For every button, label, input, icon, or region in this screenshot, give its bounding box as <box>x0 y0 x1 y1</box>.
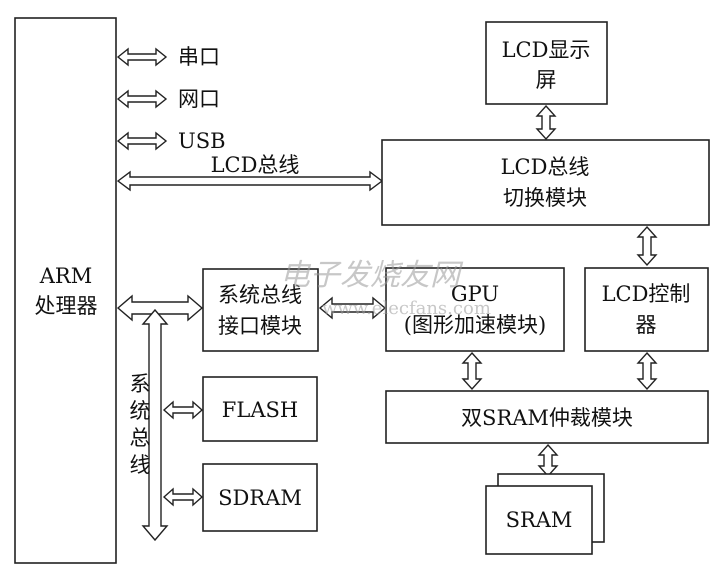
gpu-block: GPU (图形加速模块) <box>385 267 565 352</box>
lcd-screen-block: LCD显示 屏 <box>485 21 608 105</box>
controller-arbiter-arrow <box>636 351 658 391</box>
lcd-switch-label-line2: 切换模块 <box>503 186 587 210</box>
lcd-screen-label-line2: 屏 <box>536 68 557 92</box>
sdram-block: SDRAM <box>202 463 318 532</box>
serial-port-label: 串口 <box>178 45 220 69</box>
lcd-controller-block: LCD控制 器 <box>584 267 709 352</box>
switch-controller-arrow <box>636 225 658 267</box>
sram-front-card <box>485 485 593 555</box>
sys-bus-if-label-line2: 接口模块 <box>218 314 302 338</box>
lcd-bus-switch-block: LCD总线 切换模块 <box>381 139 710 226</box>
usb-port-arrow <box>116 131 168 151</box>
gpu-label-line2: (图形加速模块) <box>404 313 546 337</box>
lcd-switch-label-line1: LCD总线 <box>501 155 590 179</box>
system-bus-char-1: 系 <box>130 372 151 396</box>
watermark-url: www.elecfans.com <box>322 298 491 319</box>
system-bus-char-2: 统 <box>130 399 151 423</box>
arbiter-sram-arrow <box>537 443 559 478</box>
watermark: 电子发烧友网 www.elecfans.com <box>280 258 491 319</box>
screen-switch-arrow <box>535 104 557 141</box>
system-bus-interface-block: 系统总线 接口模块 <box>202 268 319 352</box>
flash-block: FLASH <box>202 376 318 442</box>
arm-label-line2: 处理器 <box>35 294 98 318</box>
sram-block: SRAM <box>485 473 605 555</box>
arm-processor-block: ARM 处理器 <box>14 17 117 564</box>
watermark-title: 电子发烧友网 <box>280 258 464 293</box>
arm-label-line1: ARM <box>39 264 92 288</box>
serial-port-arrow <box>116 47 168 67</box>
dual-sram-label: 双SRAM仲裁模块 <box>461 406 633 430</box>
lcd-ctrl-label-line2: 器 <box>636 313 657 337</box>
network-port-label: 网口 <box>178 87 220 111</box>
sys-bus-if-label-line1: 系统总线 <box>218 283 302 307</box>
system-bus-char-3: 总 <box>130 426 151 450</box>
lcd-bus-label: LCD总线 <box>211 153 300 177</box>
sdram-label: SDRAM <box>218 486 302 510</box>
system-bus-char-4: 线 <box>130 453 151 477</box>
sram-label: SRAM <box>506 508 573 532</box>
gpu-arbiter-arrow <box>461 351 483 391</box>
flash-arrow <box>162 400 204 420</box>
lcd-ctrl-label-line1: LCD控制 <box>602 282 691 306</box>
gpu-label-line1: GPU <box>451 282 499 306</box>
system-bus-arrow <box>141 308 169 542</box>
arm-bus-interface-arrow <box>116 294 204 322</box>
usb-port-label: USB <box>178 129 226 153</box>
lcd-screen-label-line1: LCD显示 <box>502 38 591 62</box>
network-port-arrow <box>116 89 168 109</box>
interface-gpu-arrow <box>318 296 387 320</box>
flash-label: FLASH <box>222 398 298 422</box>
dual-sram-arbiter-block: 双SRAM仲裁模块 <box>385 390 709 444</box>
sdram-arrow <box>162 487 204 507</box>
